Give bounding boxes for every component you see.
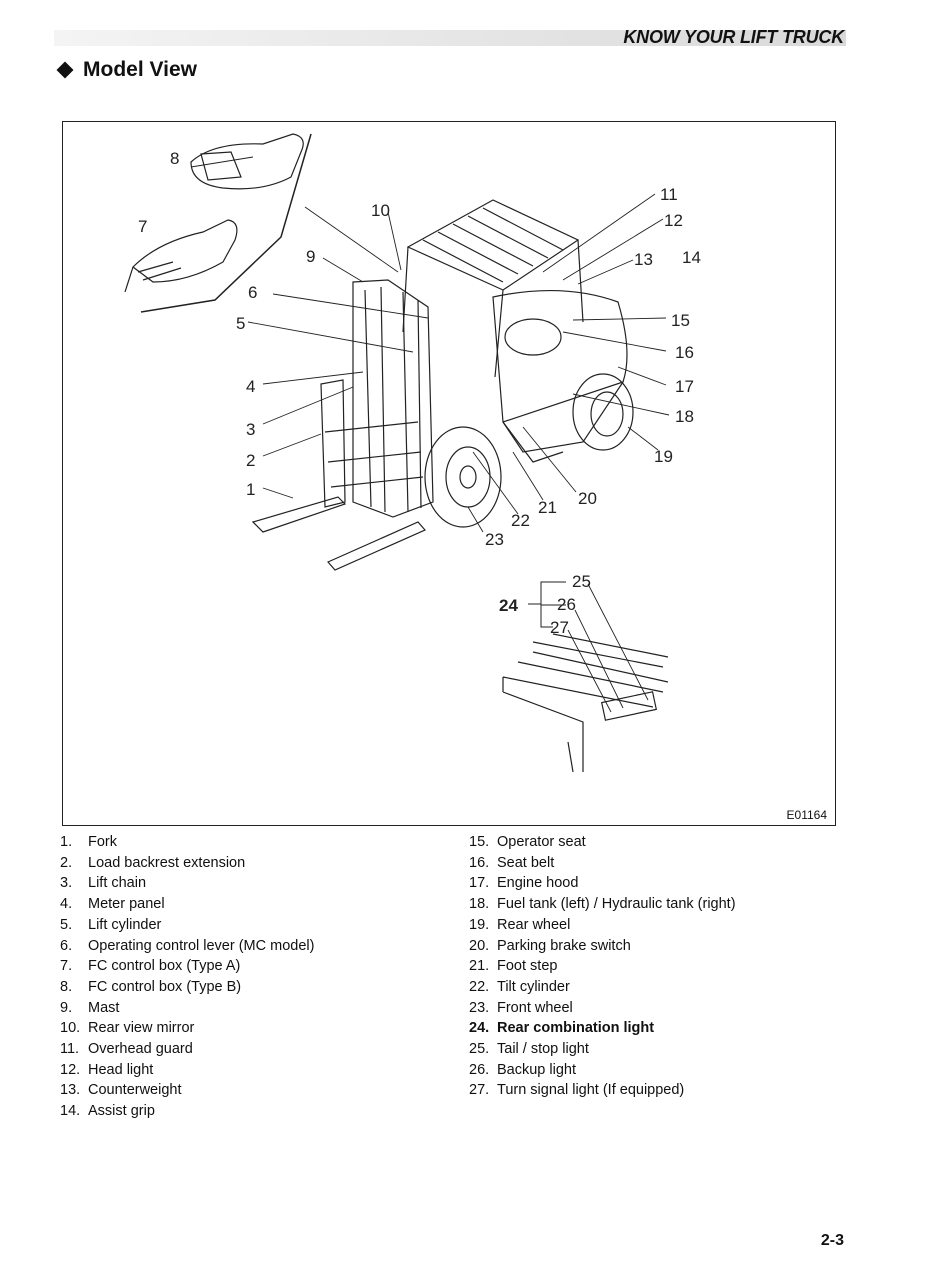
list-item: 21.Foot step <box>469 958 558 975</box>
list-item: 16.Seat belt <box>469 854 555 871</box>
callout-14: 14 <box>682 248 701 267</box>
callout-16: 16 <box>675 343 694 362</box>
list-item: 23.Front wheel <box>469 999 573 1016</box>
list-item: 15.Operator seat <box>469 834 586 850</box>
callout-3: 3 <box>246 420 255 439</box>
figure-code: E01164 <box>786 808 827 822</box>
callout-23: 23 <box>485 530 504 549</box>
list-item: 7.FC control box (Type A) <box>60 958 241 975</box>
list-item: 6.Operating control lever (MC model) <box>60 937 315 954</box>
header-title: KNOW YOUR LIFT TRUCK <box>623 27 844 47</box>
list-item: 2.Load backrest extension <box>60 854 246 871</box>
callout-2: 2 <box>246 451 255 470</box>
list-item: 27.Turn signal light (If equipped) <box>469 1082 685 1099</box>
forklift-illustration: 8 7 10 9 6 5 4 3 2 1 11 12 13 14 15 16 1… <box>124 133 701 773</box>
list-item: 12.Head light <box>60 1061 154 1078</box>
list-item: 11.Overhead guard <box>60 1041 193 1058</box>
list-item: 18.Fuel tank (left) / Hydraulic tank (ri… <box>469 896 736 913</box>
callout-10: 10 <box>371 201 390 220</box>
callout-13: 13 <box>634 250 653 269</box>
forklift-diagram: 8 7 10 9 6 5 4 3 2 1 11 12 13 14 15 16 1… <box>62 121 836 826</box>
diamond-bullet-icon <box>56 61 74 79</box>
parts-list-left: 1.Fork 2.Load backrest extension 3.Lift … <box>60 832 314 1122</box>
callout-4: 4 <box>246 377 255 396</box>
list-item: 19.Rear wheel <box>469 916 571 933</box>
callout-17: 17 <box>675 377 694 396</box>
list-item: 13.Counterweight <box>60 1082 182 1099</box>
callout-20: 20 <box>578 489 597 508</box>
list-item: 26.Backup light <box>469 1061 576 1078</box>
list-item: 3.Lift chain <box>60 875 147 892</box>
callout-9: 9 <box>306 247 315 266</box>
list-item: 8.FC control box (Type B) <box>60 978 242 995</box>
section-heading: Model View <box>56 58 197 82</box>
callout-21: 21 <box>538 498 557 517</box>
callout-5: 5 <box>236 314 245 333</box>
list-item: 20.Parking brake switch <box>469 937 631 954</box>
list-item: 9.Mast <box>60 999 120 1016</box>
callout-6: 6 <box>248 283 257 302</box>
list-item: 25.Tail / stop light <box>469 1041 589 1058</box>
parts-list-right: 15.Operator seat 16.Seat belt 17.Engine … <box>469 832 736 1101</box>
list-item: 24.Rear combination light <box>469 1020 655 1037</box>
section-title: Model View <box>83 58 197 81</box>
callout-8: 8 <box>170 149 179 168</box>
callout-26: 26 <box>557 595 576 614</box>
list-item: 17.Engine hood <box>469 875 579 892</box>
list-item: 1.Fork <box>60 834 117 850</box>
list-item: 14.Assist grip <box>60 1103 155 1120</box>
callout-27: 27 <box>550 618 569 637</box>
callout-15: 15 <box>671 311 690 330</box>
callout-12: 12 <box>664 211 683 230</box>
list-item: 22.Tilt cylinder <box>469 978 570 995</box>
list-item: 5.Lift cylinder <box>60 916 162 933</box>
callout-22: 22 <box>511 511 530 530</box>
callout-25: 25 <box>572 572 591 591</box>
callout-18: 18 <box>675 407 694 426</box>
header-bar <box>54 30 846 46</box>
list-item: 4.Meter panel <box>60 896 165 913</box>
callout-7: 7 <box>138 217 147 236</box>
callout-19: 19 <box>654 447 673 466</box>
callout-24: 24 <box>499 596 518 615</box>
callout-1: 1 <box>246 480 255 499</box>
callout-11: 11 <box>660 185 678 204</box>
list-item: 10.Rear view mirror <box>60 1020 195 1037</box>
page-number: 2-3 <box>820 1232 844 1249</box>
